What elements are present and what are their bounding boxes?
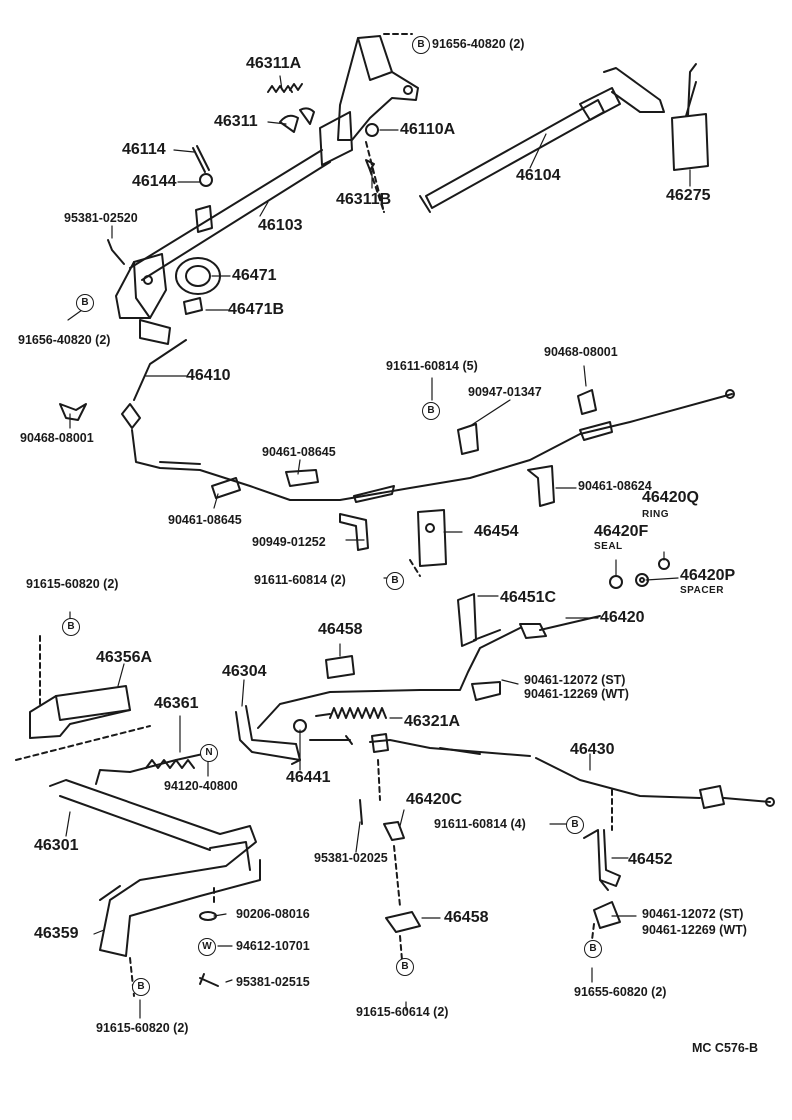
part-label: 46304 (222, 663, 267, 680)
part-label: 90461-12072 (ST) (642, 907, 744, 921)
part-label: 46441 (286, 769, 331, 786)
part-marker-b: B (62, 618, 80, 636)
part-label: 46458 (318, 621, 363, 638)
part-label: 95381-02520 (64, 211, 138, 225)
part-label: 95381-02025 (314, 851, 388, 865)
part-label: 46321A (404, 713, 461, 730)
part-marker-b: B (386, 572, 404, 590)
part-label: 46452 (628, 851, 673, 868)
cable-bracket-46454 (409, 509, 447, 577)
part-label: 46104 (516, 167, 561, 184)
part-label: 46458 (444, 909, 489, 926)
lever-base-bracket (107, 239, 171, 345)
part-label: 90947-01347 (468, 385, 542, 399)
part-label: 95381-02515 (236, 975, 310, 989)
catalog-code: MC C576-B (692, 1041, 758, 1055)
front-cable (121, 339, 735, 503)
part-label: 46410 (186, 367, 231, 384)
part-label: 46420F (594, 523, 649, 540)
part-label: 46275 (666, 187, 711, 204)
top-bracket (337, 33, 419, 141)
part-label: 91656-40820 (2) (432, 37, 525, 51)
part-label: 91611-60814 (5) (386, 359, 478, 373)
part-label: 90468-08001 (544, 345, 618, 359)
part-label: 46420C (406, 791, 463, 808)
part-marker-b: B (566, 816, 584, 834)
part-label: 46361 (154, 695, 199, 712)
part-marker-b: B (76, 294, 94, 312)
part-label: 91655-60820 (2) (574, 985, 667, 999)
part-marker-b: B (132, 978, 150, 996)
part-label: 90949-01252 (252, 535, 326, 549)
return-spring (315, 707, 387, 719)
pawl-parts (267, 83, 385, 213)
part-note: RING (642, 509, 669, 520)
part-label: 46110A (400, 121, 456, 138)
release-rod (419, 67, 665, 213)
part-label: 90461-08645 (262, 445, 336, 459)
lever-arm (129, 111, 353, 281)
part-label: 91611-60814 (2) (254, 573, 346, 587)
part-label: 46454 (474, 523, 519, 540)
part-label: 91615-60820 (2) (96, 1021, 189, 1035)
part-label: 46430 (570, 741, 615, 758)
part-label: 91656-40820 (2) (18, 333, 111, 347)
part-label: 46103 (258, 217, 303, 234)
part-label: 46114 (122, 141, 166, 158)
part-label: 94612-10701 (236, 939, 310, 953)
part-label: 90461-12269 (WT) (642, 923, 747, 937)
part-label: 90461-12072 (ST) (524, 673, 626, 687)
part-label: 90461-12269 (WT) (524, 687, 629, 701)
part-label: 90461-08645 (168, 513, 242, 527)
equalizer-bracket (419, 593, 601, 701)
part-label: 46301 (34, 837, 79, 854)
part-label: 46311 (214, 113, 258, 130)
part-marker-b: B (584, 940, 602, 958)
leader-lines (65, 75, 691, 1019)
intermediate-lever (235, 689, 421, 765)
rear-cable (369, 733, 775, 809)
cable-pin (325, 655, 421, 961)
part-label: 46359 (34, 925, 79, 942)
part-label: 90461-08624 (578, 479, 652, 493)
warning-tag (671, 63, 709, 171)
part-note: SEAL (594, 541, 623, 552)
bracket-46356A (29, 635, 131, 739)
part-marker-b: B (412, 36, 430, 54)
part-marker-b: B (396, 958, 414, 976)
part-label: 46471B (228, 301, 285, 318)
part-label: 90468-08001 (20, 431, 94, 445)
part-marker-b: B (422, 402, 440, 420)
part-label: 46471 (232, 267, 277, 284)
rear-bracket-46452 (583, 789, 621, 941)
part-label: 46144 (132, 173, 177, 190)
part-label: 91611-60814 (4) (434, 817, 526, 831)
part-label: 46356A (96, 649, 153, 666)
part-marker-w: W (198, 938, 216, 956)
part-label: 46420Q (642, 489, 699, 506)
part-note: SPACER (680, 585, 724, 596)
part-label: 46311B (336, 191, 392, 208)
part-label: 90206-08016 (236, 907, 310, 921)
part-label: 46420P (680, 567, 736, 584)
part-label: 46451C (500, 589, 557, 606)
part-label: 91615-60820 (2) (26, 577, 119, 591)
adjusting-rod (95, 751, 213, 785)
part-label: 46311A (246, 55, 302, 72)
part-marker-n: N (200, 744, 218, 762)
part-label: 46420 (600, 609, 645, 626)
small-pins (192, 145, 213, 187)
part-label: 94120-40800 (164, 779, 238, 793)
part-label: 91615-60614 (2) (356, 1005, 449, 1019)
